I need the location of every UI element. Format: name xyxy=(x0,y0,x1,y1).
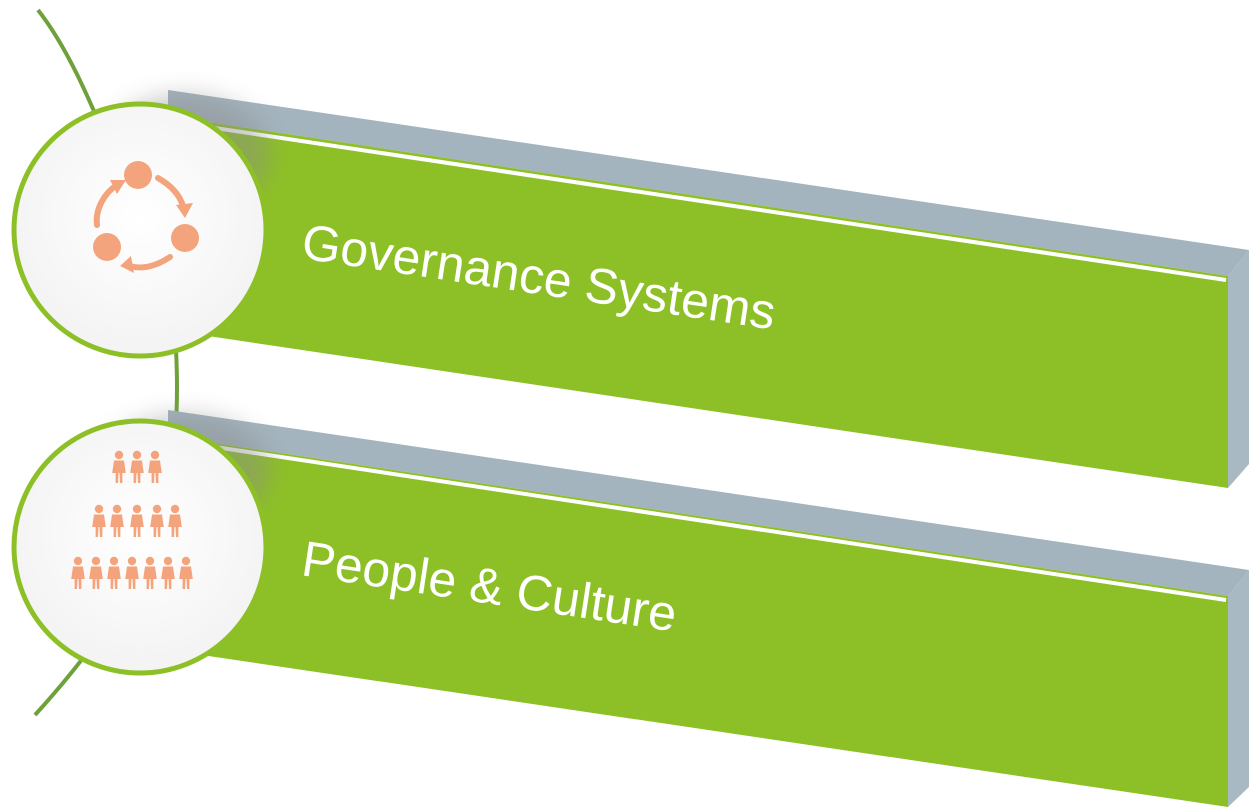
bar-end xyxy=(1228,250,1249,488)
icon-circle xyxy=(11,418,269,676)
cycle-arrows-icon xyxy=(93,161,199,273)
icon-circle xyxy=(11,101,269,359)
item-people: People & Culture xyxy=(11,410,1249,807)
bar-front xyxy=(168,436,1228,807)
bar-front xyxy=(168,116,1228,488)
bar-end xyxy=(1228,570,1249,807)
item-governance: Governance Systems xyxy=(11,90,1249,488)
bar-top-bevel xyxy=(168,90,1249,276)
bar-top-bevel xyxy=(168,410,1249,596)
